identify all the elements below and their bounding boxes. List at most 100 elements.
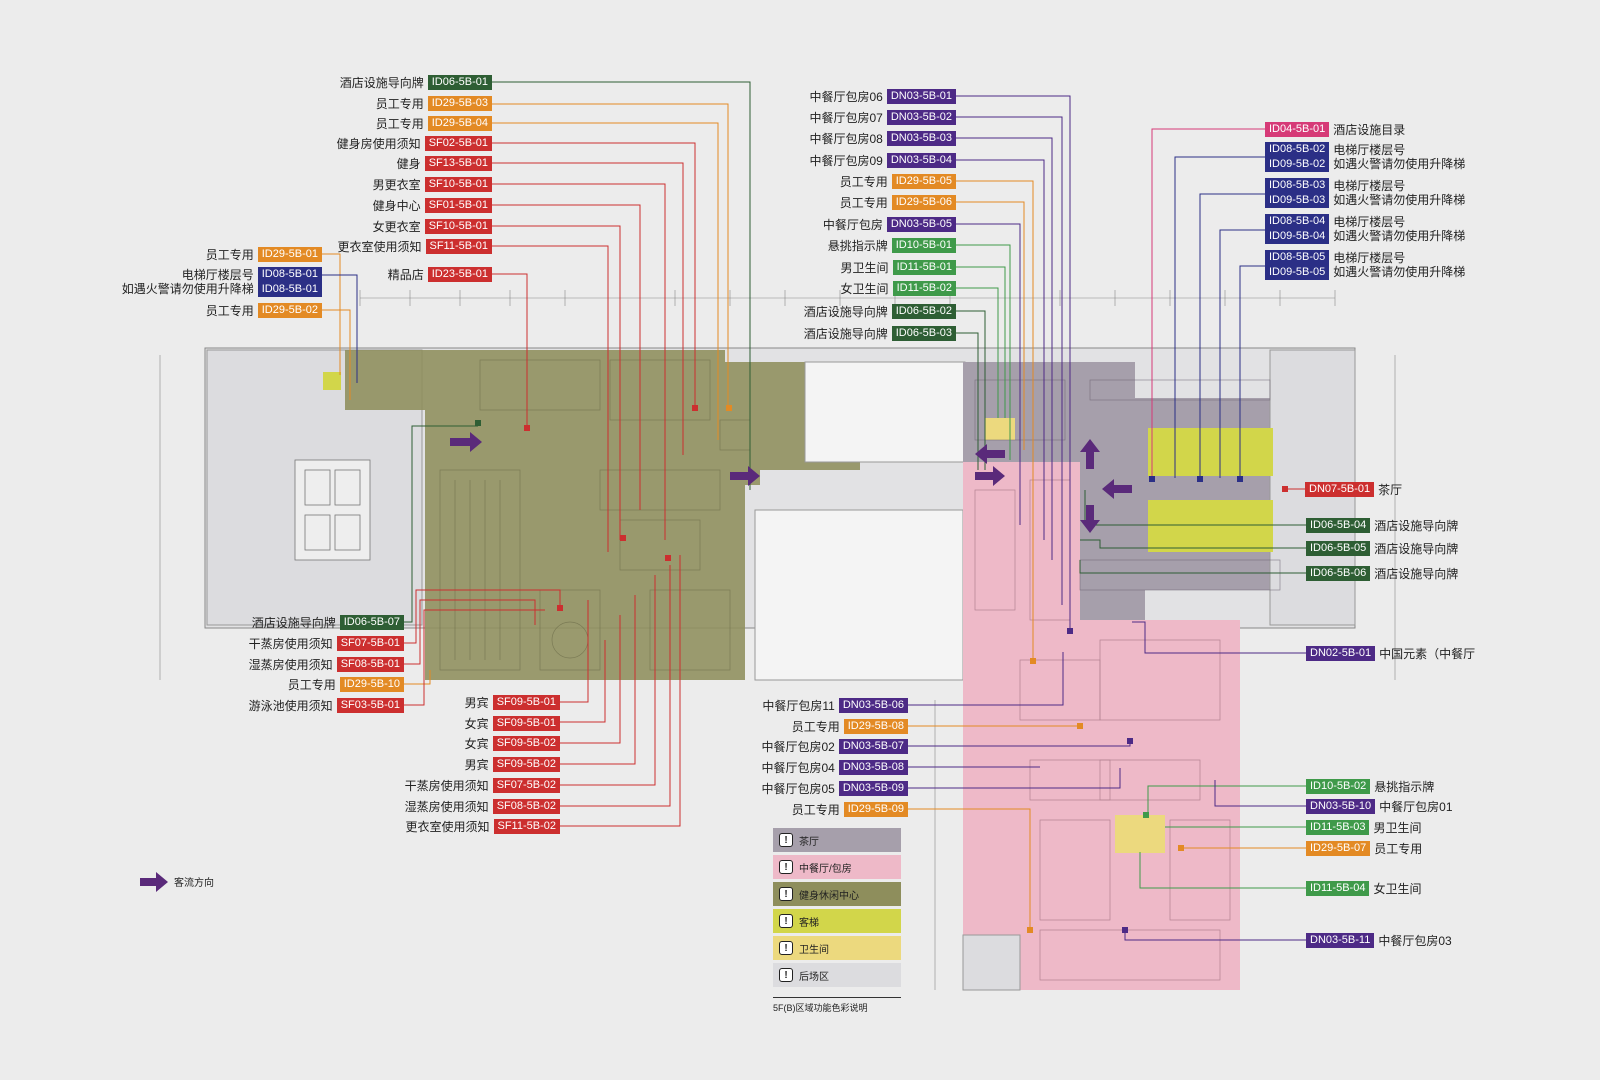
flow-legend-arrow bbox=[140, 872, 168, 892]
sign-text: 中餐厅包房07 bbox=[809, 110, 883, 125]
sign-code: DN03-5B-02 bbox=[886, 110, 956, 125]
sign-text: 游泳池使用须知 bbox=[248, 698, 333, 713]
sign-text: 员工专用 bbox=[839, 195, 888, 210]
sign-code: ID29-5B-08 bbox=[843, 719, 908, 734]
sign-text: 湿蒸房使用须知 bbox=[248, 657, 333, 672]
sign-code: SF10-5B-01 bbox=[424, 219, 492, 234]
sign-code: ID08-5B-01 bbox=[257, 282, 322, 297]
sign-code: DN02-5B-01 bbox=[1306, 646, 1376, 661]
sign-code: SF02-5B-01 bbox=[424, 136, 492, 151]
sign-text: 电梯厅楼层号 bbox=[1333, 215, 1406, 229]
sign-text: 男卫生间 bbox=[840, 260, 889, 275]
sign-text: 员工专用 bbox=[205, 303, 254, 318]
sign-code: SF07-5B-01 bbox=[336, 636, 404, 651]
sign-text: 员工专用 bbox=[791, 719, 840, 734]
sign-text: 中餐厅包房03 bbox=[1378, 933, 1452, 948]
core-left bbox=[294, 459, 371, 561]
sign-text: 电梯厅楼层号 bbox=[181, 268, 254, 282]
sign-text: 电梯厅楼层号 bbox=[1333, 143, 1406, 157]
sign-code: ID08-5B-02 bbox=[1265, 142, 1330, 157]
sign-code: ID11-5B-02 bbox=[892, 281, 956, 296]
sign-text: 健身 bbox=[396, 156, 421, 171]
zone-restaurant bbox=[963, 462, 1240, 990]
zone-elevator-2 bbox=[1148, 500, 1273, 552]
legend-caption: 5F(B)区域功能色彩说明 bbox=[773, 997, 901, 1014]
sign-code: ID08-5B-04 bbox=[1265, 214, 1330, 229]
sign-code: SF09-5B-02 bbox=[492, 757, 560, 772]
sign-text: 如遇火警请勿使用升降梯 bbox=[1333, 229, 1466, 243]
sign-text: 中餐厅包房05 bbox=[761, 781, 835, 796]
alert-icon: ! bbox=[779, 968, 793, 982]
sign-code: DN03-5B-01 bbox=[886, 89, 956, 104]
zone-court bbox=[754, 509, 964, 681]
legend-item: !客梯 bbox=[773, 909, 901, 933]
sign-code: DN03-5B-09 bbox=[838, 781, 908, 796]
sign-text: 员工专用 bbox=[791, 802, 840, 817]
sign-text: 女更衣室 bbox=[372, 219, 421, 234]
sign-text: 酒店设施导向牌 bbox=[803, 326, 888, 341]
sign-text: 员工专用 bbox=[287, 677, 336, 692]
sign-text: 更衣室使用须知 bbox=[337, 239, 422, 254]
sign-text: 女卫生间 bbox=[840, 281, 889, 296]
zone-toilet-2 bbox=[1115, 815, 1165, 853]
sign-code: DN03-5B-03 bbox=[886, 131, 956, 146]
sign-code: ID06-5B-07 bbox=[339, 615, 404, 630]
sign-code: ID09-5B-02 bbox=[1265, 157, 1330, 172]
sign-text: 中餐厅包房 bbox=[822, 217, 883, 232]
legend-label: 客梯 bbox=[799, 917, 819, 929]
flow-arrows bbox=[450, 432, 1132, 533]
sign-text: 酒店设施目录 bbox=[1333, 122, 1406, 137]
sign-code: ID06-5B-02 bbox=[891, 304, 956, 319]
sign-code: SF11-5B-01 bbox=[425, 239, 492, 254]
sign-code: SF08-5B-01 bbox=[336, 657, 404, 672]
elevator-texts: 电梯厅楼层号如遇火警请勿使用升降梯 bbox=[1333, 143, 1465, 171]
sign-code: ID08-5B-03 bbox=[1265, 178, 1330, 193]
sign-code: ID06-5B-04 bbox=[1306, 518, 1371, 533]
legend-item: !卫生间 bbox=[773, 936, 901, 960]
sign-code: DN03-5B-10 bbox=[1306, 799, 1376, 814]
sign-text: 中餐厅包房04 bbox=[761, 760, 835, 775]
sign-code: ID11-5B-01 bbox=[892, 260, 956, 275]
sign-code: DN03-5B-04 bbox=[886, 153, 956, 168]
sign-text: 中餐厅包房02 bbox=[761, 739, 835, 754]
elevator-texts: 电梯厅楼层号如遇火警请勿使用升降梯 bbox=[1333, 179, 1465, 207]
sign-text: 中餐厅包房06 bbox=[809, 89, 883, 104]
legend-label: 卫生间 bbox=[799, 944, 829, 956]
sign-text: 如遇火警请勿使用升降梯 bbox=[1333, 157, 1466, 171]
alert-icon: ! bbox=[779, 860, 793, 874]
sign-code: ID06-5B-06 bbox=[1306, 566, 1371, 581]
alert-icon: ! bbox=[779, 833, 793, 847]
legend-item: !健身休闲中心 bbox=[773, 882, 901, 906]
sign-code: ID06-5B-05 bbox=[1306, 541, 1371, 556]
flow-legend: 客流方向 bbox=[174, 874, 214, 889]
sign-text: 干蒸房使用须知 bbox=[248, 636, 333, 651]
sign-code: ID06-5B-01 bbox=[427, 75, 492, 90]
sign-text: 健身中心 bbox=[372, 198, 421, 213]
